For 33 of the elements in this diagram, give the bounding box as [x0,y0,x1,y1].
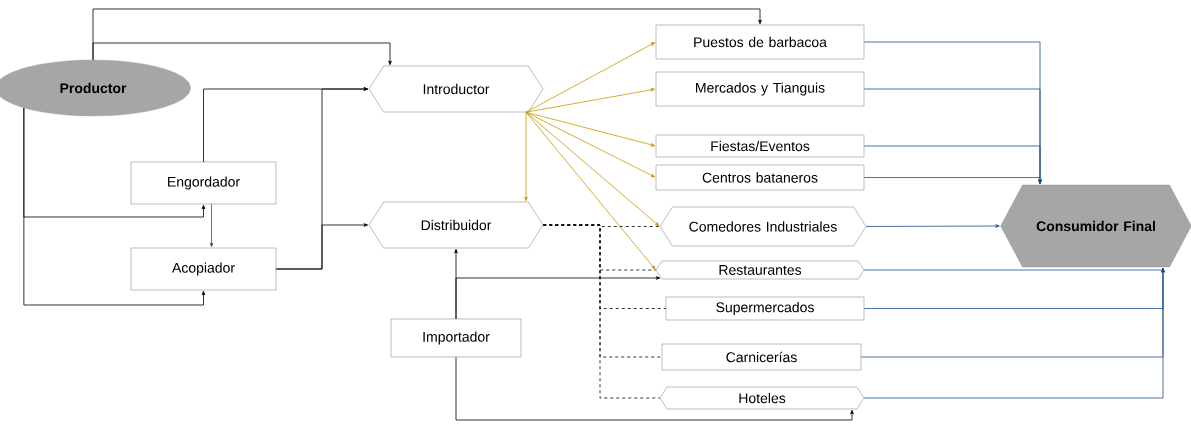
arrow [524,111,528,202]
arrow [525,42,656,113]
arrow [525,111,656,147]
dashed-connector [542,224,661,399]
arrow [275,223,369,270]
process-box: Puestos de barbacoa [655,24,865,60]
hexagon-box: Introductor [368,65,544,113]
arrow [863,267,1165,399]
process-box: Acopiador [130,247,277,291]
arrow [23,107,206,306]
process-box: Carnicerías [661,343,862,371]
arrow [455,276,661,320]
hexagon-box: Hoteles [659,386,865,410]
consumer-hexagon: Consumidor Final [1000,184,1191,268]
arrow [525,111,656,178]
hexagon-box: Restaurantes [655,260,865,280]
arrow [865,224,1000,228]
arrow [525,111,660,227]
arrow [455,356,854,421]
hexagon-box: Comedores Industriales [659,206,867,247]
process-box: Engordador [130,161,277,205]
arrow [209,203,214,248]
arrow [525,88,656,113]
hexagon-box: Distribuidor [368,201,544,249]
process-box: Mercados y Tianguis [655,71,865,107]
arrow [863,267,1165,273]
process-box: Importador [390,318,522,358]
arrow [92,42,392,66]
process-box: Supermercados [665,296,865,321]
process-box: Fiestas/Eventos [655,134,865,158]
arrow [525,111,656,270]
arrow [863,177,1042,185]
process-box: Centros bataneros [655,164,865,191]
